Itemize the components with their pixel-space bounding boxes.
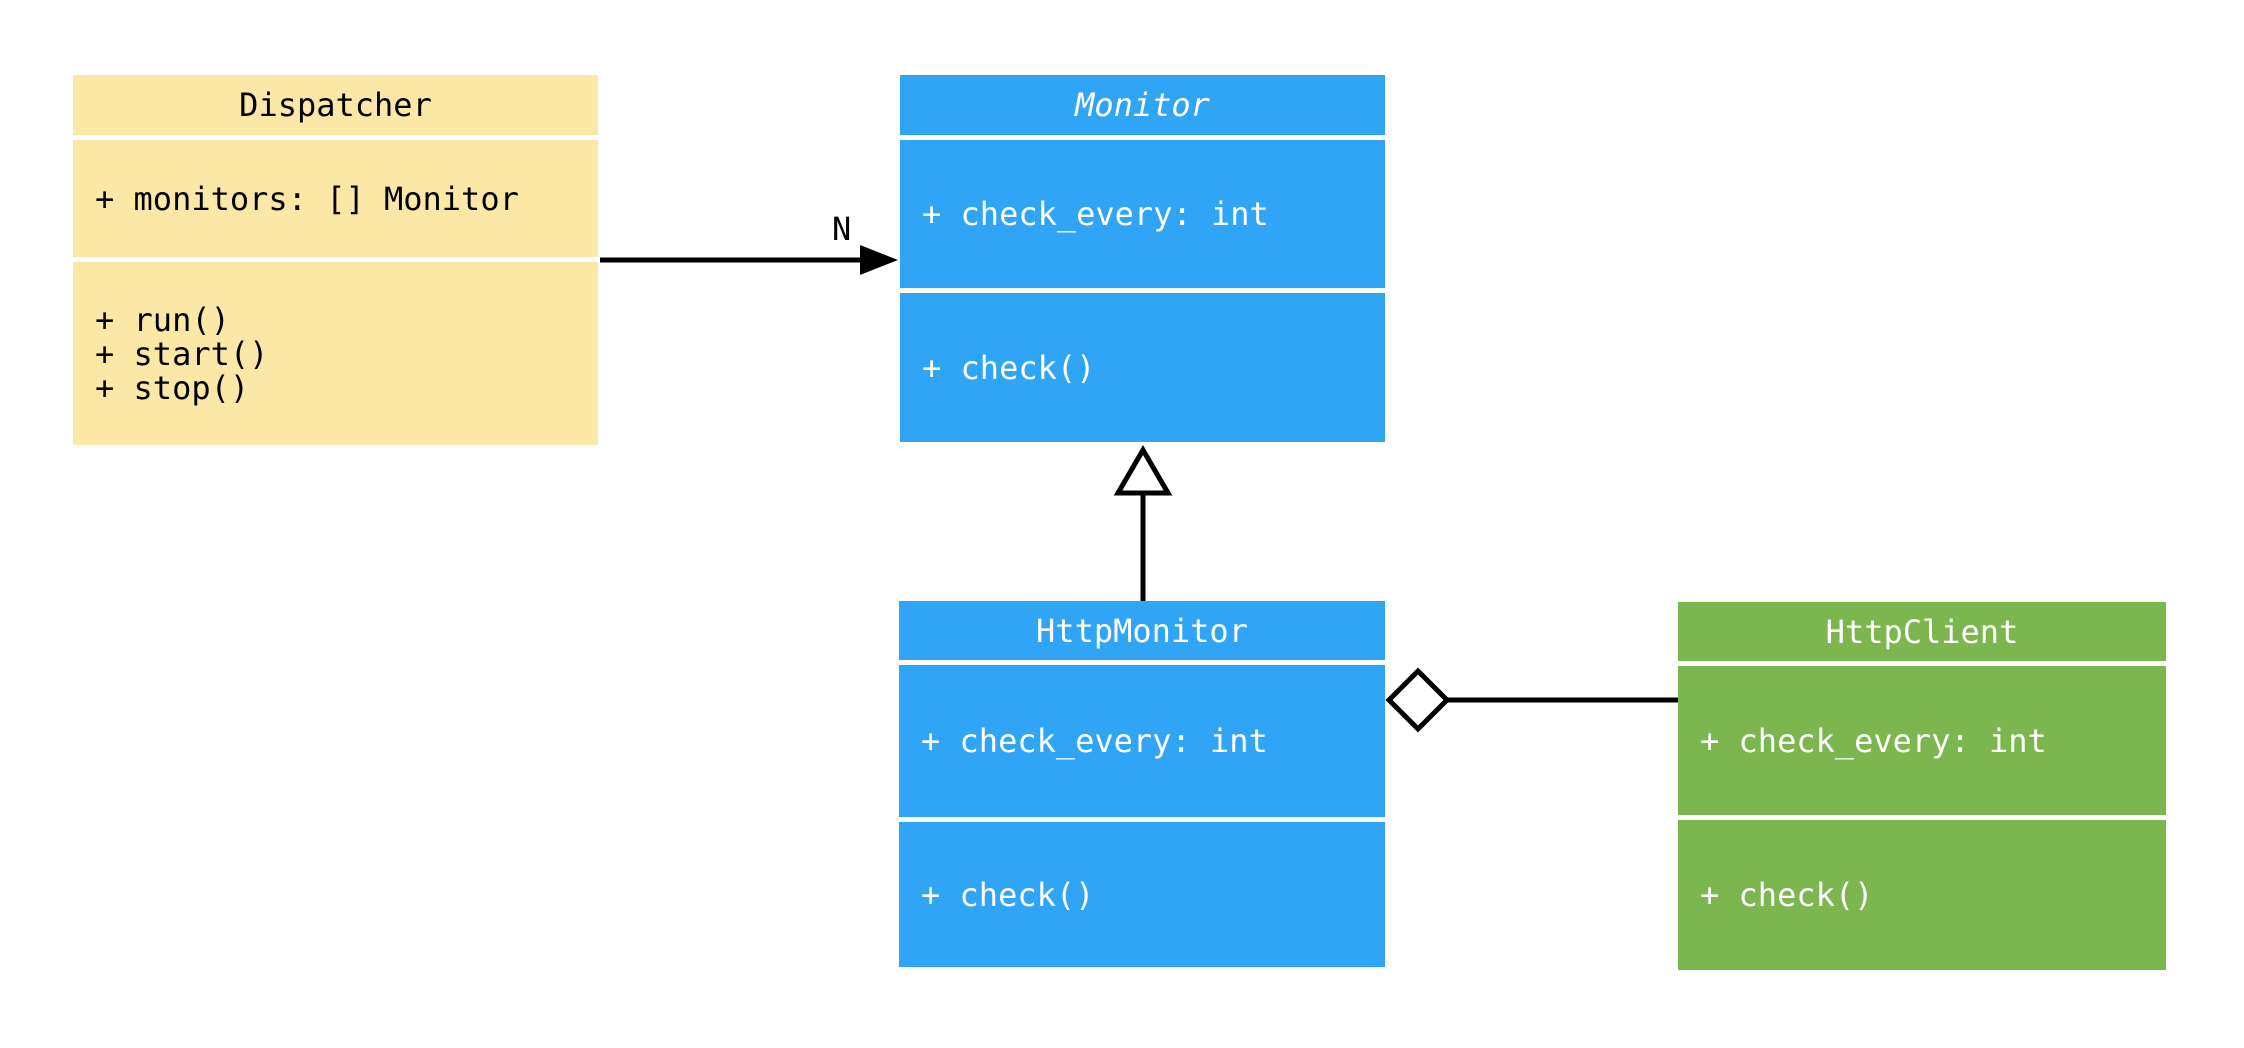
inheritance-triangle-icon	[1113, 445, 1173, 496]
class-box-dispatcher: Dispatcher + monitors: [] Monitor + run(…	[73, 75, 598, 445]
methods-compartment: + check()	[899, 822, 1385, 967]
attributes-compartment: + check_every: int	[899, 665, 1385, 817]
class-title: Monitor	[900, 75, 1385, 135]
aggregation-httpmonitor-httpclient	[1385, 667, 1678, 733]
aggregation-diamond-icon	[1385, 667, 1451, 733]
attribute-line: + check_every: int	[1700, 721, 2047, 760]
methods-compartment: + check()	[1678, 820, 2166, 970]
method-line: + check()	[922, 348, 1096, 387]
attributes-compartment: + monitors: [] Monitor	[73, 140, 598, 257]
class-box-monitor: Monitor + check_every: int + check()	[900, 75, 1385, 442]
method-line: + run()	[95, 300, 230, 339]
attribute-line: + check_every: int	[922, 195, 1269, 233]
association-dispatcher-to-monitor	[600, 245, 898, 275]
method-line: + start()	[95, 334, 269, 373]
class-box-httpclient: HttpClient + check_every: int + check()	[1678, 602, 2166, 970]
association-multiplicity-label: N	[832, 210, 852, 248]
attributes-compartment: + check_every: int	[900, 140, 1385, 288]
method-line: + check()	[921, 875, 1095, 914]
class-title: HttpClient	[1678, 602, 2166, 661]
class-title: Dispatcher	[73, 75, 598, 135]
class-box-httpmonitor: HttpMonitor + check_every: int + check()	[899, 601, 1385, 967]
method-line: + check()	[1700, 876, 1874, 914]
association-arrowhead-icon	[860, 245, 898, 275]
method-line: + stop()	[95, 368, 250, 407]
attribute-line: + check_every: int	[921, 722, 1268, 760]
attribute-line: + monitors: [] Monitor	[95, 179, 519, 218]
methods-compartment: + check()	[900, 293, 1385, 442]
class-title: HttpMonitor	[899, 601, 1385, 660]
methods-compartment: + run() + start() + stop()	[73, 262, 598, 445]
inheritance-httpmonitor-to-monitor	[1113, 445, 1173, 601]
attributes-compartment: + check_every: int	[1678, 666, 2166, 815]
